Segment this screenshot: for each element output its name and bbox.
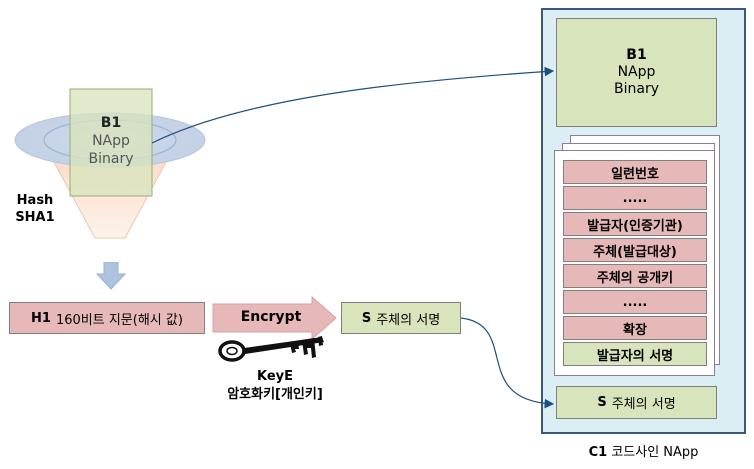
cert-signature-id: S [597, 395, 607, 410]
key-description: 암호화키[개인키] [227, 387, 323, 402]
signature-text: 주체의 서명 [376, 312, 441, 328]
hash-value-id: H1 [31, 310, 51, 326]
funnel-binary-label: Binary [88, 151, 134, 167]
cert-field: 발급자의 서명 [563, 342, 707, 366]
cert-field: 주체(발급대상) [563, 238, 707, 262]
cert-napp-label: NApp [617, 64, 656, 80]
cert-field: 확장 [563, 316, 707, 340]
cert-signature-box: S 주체의 서명 [556, 386, 717, 419]
cert-b1-label: B1 [626, 47, 647, 63]
key-icon [218, 336, 324, 362]
hash-funnel [14, 88, 206, 239]
cert-field: 일련번호 [563, 160, 707, 184]
signature-id: S [361, 310, 372, 326]
signature-connector [460, 317, 555, 409]
cert-caption-text: 코드사인 NApp [611, 445, 699, 460]
sha1-label: SHA1 [15, 210, 55, 225]
encrypt-arrow-icon [212, 296, 337, 340]
cert-caption-id: C1 [588, 445, 608, 460]
hash-value-text: 160비트 지문(해시 값) [55, 312, 183, 328]
cert-signature-text: 주체의 서명 [611, 397, 676, 412]
cert-field: ..... [563, 186, 707, 210]
hash-label: Hash [16, 193, 54, 208]
signature-box: S 주체의 서명 [341, 302, 461, 334]
cert-binary-box: B1 NApp Binary [556, 18, 717, 127]
cert-field: 주체의 공개키 [563, 264, 707, 288]
certificate-container: B1 NApp Binary 일련번호 ..... 발급자(인증기관) 주체(발… [541, 8, 746, 434]
cert-binary-label: Binary [614, 81, 659, 97]
cert-caption: C1 코드사인 NApp [541, 441, 746, 460]
funnel-napp-label: NApp [92, 133, 130, 149]
down-arrow-icon [96, 262, 126, 290]
cert-field: 발급자(인증기관) [563, 212, 707, 236]
encrypt-label: Encrypt [240, 309, 302, 325]
key-name: KeyE [256, 369, 294, 384]
cert-field: ..... [563, 290, 707, 314]
cert-field-list: 일련번호 ..... 발급자(인증기관) 주체(발급대상) 주체의 공개키 ..… [563, 160, 707, 370]
funnel-b1-label: B1 [100, 115, 122, 131]
hash-value-box: H1 160비트 지문(해시 값) [9, 302, 205, 334]
